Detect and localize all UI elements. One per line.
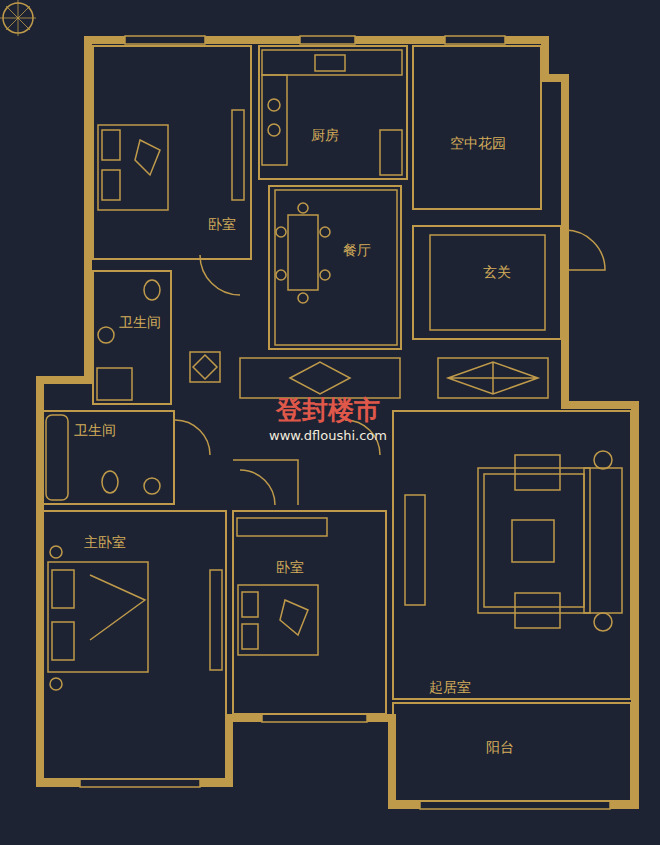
- room: 餐厅: [268, 185, 402, 350]
- stove: [268, 124, 280, 136]
- bed: [48, 562, 148, 672]
- bedding: [90, 575, 145, 640]
- wardrobe: [232, 110, 244, 200]
- nightstand: [50, 678, 62, 690]
- room: 空中花园: [412, 45, 542, 210]
- window: [300, 36, 355, 44]
- closet-wall: [233, 460, 298, 505]
- room: 玄关: [412, 225, 562, 340]
- room-label: 卫生间: [74, 422, 116, 438]
- counter: [262, 50, 402, 75]
- sofa: [584, 468, 622, 613]
- door-swing: [240, 470, 275, 505]
- dining-frame: [275, 190, 397, 345]
- watermark: www.dfloushi.com: [269, 428, 387, 443]
- side-table: [594, 613, 612, 631]
- chair: [276, 270, 286, 280]
- washbasin: [98, 327, 114, 343]
- room-label: 空中花园: [450, 135, 506, 151]
- floor-tile: [190, 352, 220, 382]
- washbasin: [144, 478, 160, 494]
- floor-tile: [193, 355, 217, 379]
- side-table: [594, 451, 612, 469]
- stove: [268, 99, 280, 111]
- tv-console: [405, 495, 425, 605]
- bathtub: [46, 415, 68, 500]
- room: 厨房: [258, 45, 408, 180]
- toilet: [102, 471, 118, 493]
- panel-diamond: [290, 362, 350, 394]
- rug: [484, 474, 584, 607]
- room-label: 卧室: [208, 216, 236, 232]
- room: 卫生间: [92, 270, 172, 405]
- room-label: 厨房: [311, 127, 339, 143]
- counter: [262, 75, 287, 165]
- chair: [320, 270, 330, 280]
- room-label: 玄关: [483, 264, 511, 280]
- door-swing: [175, 420, 210, 455]
- door-swing: [200, 255, 240, 295]
- chair: [320, 227, 330, 237]
- bed: [238, 585, 318, 655]
- pillow: [52, 622, 74, 660]
- room-label: 起居室: [429, 679, 471, 695]
- armchair: [515, 593, 560, 628]
- sink: [315, 55, 345, 71]
- compass: [0, 0, 36, 36]
- bedding: [280, 600, 308, 635]
- room-label: 卧室: [276, 559, 304, 575]
- room: 卫生间: [42, 410, 175, 505]
- door-swing: [565, 230, 605, 270]
- wardrobe: [210, 570, 222, 670]
- pillow: [102, 130, 120, 160]
- pillow: [102, 170, 120, 200]
- window: [80, 779, 200, 787]
- panel-diamond: [448, 362, 538, 394]
- dining-table: [288, 215, 318, 290]
- chair: [276, 227, 286, 237]
- window: [262, 714, 367, 722]
- room: 起居室: [392, 410, 632, 700]
- room-label: 主卧室: [84, 534, 126, 550]
- outer-wall: [40, 40, 635, 805]
- shower: [97, 368, 132, 400]
- corridor-panel: [240, 358, 400, 398]
- bedding: [135, 140, 160, 175]
- room: 卧室: [232, 510, 387, 715]
- room-label: 阳台: [486, 739, 514, 755]
- room-label: 卫生间: [119, 314, 161, 330]
- toilet: [144, 280, 160, 300]
- chair: [298, 203, 308, 213]
- room: 阳台: [392, 702, 632, 802]
- coffee-table: [512, 520, 554, 562]
- room: 主卧室: [42, 510, 227, 780]
- nightstand: [50, 546, 62, 558]
- window: [125, 36, 205, 44]
- room: 卧室: [92, 45, 252, 260]
- window: [420, 801, 610, 809]
- watermark: 登封楼市: [276, 393, 380, 428]
- chair: [298, 293, 308, 303]
- bed: [98, 125, 168, 210]
- pillow: [242, 592, 258, 617]
- armchair: [515, 455, 560, 490]
- room-label: 餐厅: [343, 242, 371, 258]
- fridge: [380, 130, 402, 175]
- pillow: [242, 624, 258, 649]
- window: [445, 36, 505, 44]
- corridor-panel: [438, 358, 548, 398]
- pillow: [52, 570, 74, 608]
- wardrobe: [237, 518, 327, 536]
- foyer-rug: [430, 235, 545, 330]
